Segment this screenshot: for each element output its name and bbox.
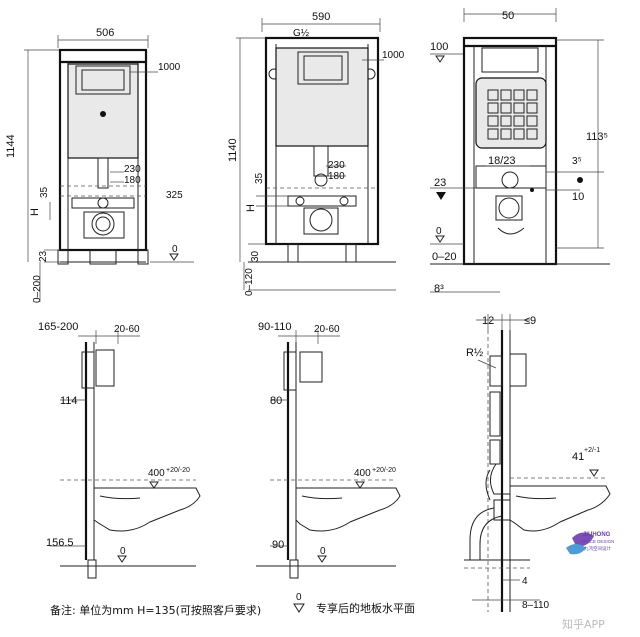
dim-0-200: 0–200 <box>32 275 43 303</box>
dim-20-60: 20-60 <box>114 324 140 335</box>
tol-400-b: +20/-20 <box>372 467 396 474</box>
dim-width-506: 506 <box>96 27 114 39</box>
logo-text-line2: SPACE DESIGN <box>581 539 614 544</box>
brand-logo: JIUHONG SPACE DESIGN 九鸿空间设计 <box>566 532 614 555</box>
front-view-506: 506 1144 1000 230 180 325 35 H <box>5 27 194 303</box>
dim-230-b: 230 <box>328 160 345 171</box>
dim-80: 80 <box>270 395 282 407</box>
tol-41: +2/-1 <box>584 447 600 454</box>
side-view-50: 50 100 113⁵ <box>430 8 610 295</box>
dim-35-b: 35 <box>254 172 265 184</box>
watermark: 知乎APP <box>562 617 605 631</box>
dim-0-20: 0–20 <box>432 251 456 263</box>
dim-90-110: 90-110 <box>258 321 291 333</box>
tol-400: +20/-20 <box>166 467 190 474</box>
dim-width-590: 590 <box>312 11 330 23</box>
pipe-r-half: R½ <box>466 347 483 359</box>
floor-zero-wall2: 0 <box>320 546 326 557</box>
dim-3-5: 3⁵ <box>572 156 582 167</box>
detail-section: 12 ≤9 R½ 41 +2/-1 4 8–110 <box>464 314 611 612</box>
floor-zero-side: 0 <box>436 226 442 237</box>
floor-zero-front1: 0 <box>172 244 178 255</box>
dim-10: 10 <box>572 191 584 203</box>
floor-marker-zero: 0 <box>296 592 302 603</box>
front-view-590: 590 G½ 1140 1000 230 180 35 H <box>227 11 405 296</box>
dim-400-b: 400 <box>354 468 371 479</box>
floor-zero-wall1: 0 <box>120 546 126 557</box>
wall-section-165-200: 165-200 20-60 114 400 +20/-20 156.5 0 <box>38 321 201 579</box>
dim-41: 41 <box>572 451 584 463</box>
dim-180-b: 180 <box>328 171 345 182</box>
dim-23-side: 23 <box>434 177 446 189</box>
dim-0-120: 0–120 <box>244 268 255 296</box>
remark-note: 备注: 单位为mm H=135(可按照客戶要求) <box>50 603 261 617</box>
floor-level-text: 专享后的地板水平面 <box>316 601 415 615</box>
dim-230: 230 <box>124 164 141 175</box>
logo-text-line1: JIUHONG <box>583 532 611 538</box>
dim-4: 4 <box>522 576 528 587</box>
dim-height-1135: 113⁵ <box>586 131 608 143</box>
grid-buttons <box>487 89 538 140</box>
dim-height-1144: 1144 <box>5 134 17 158</box>
dim-8-110: 8–110 <box>522 600 550 611</box>
dim-flush-1000-b: 1000 <box>382 50 405 61</box>
logo-text-line3: 九鸿空间设计 <box>584 545 611 552</box>
dim-400: 400 <box>148 468 165 479</box>
dim-20-60-b: 20-60 <box>314 324 340 335</box>
dim-h: H <box>29 208 41 216</box>
dim-30: 30 <box>250 250 261 262</box>
dim-flush-1000: 1000 <box>158 62 181 73</box>
dim-23: 23 <box>38 250 49 262</box>
dim-8-3: 8³ <box>434 283 444 295</box>
dim-90: 90 <box>272 539 284 551</box>
pipe-g-half: G½ <box>293 28 310 39</box>
floor-level-legend: 0 专享后的地板水平面 <box>293 592 415 615</box>
dim-18-23: 18/23 <box>488 155 516 167</box>
wall-section-90-110: 90-110 20-60 80 400 +20/-20 90 0 <box>256 321 401 579</box>
dim-width-50: 50 <box>502 10 514 22</box>
dim-165-200: 165-200 <box>38 321 78 333</box>
dim-h-b: H <box>245 204 257 212</box>
dim-le-9: ≤9 <box>524 315 536 327</box>
dim-35: 35 <box>39 186 50 198</box>
dim-156-5: 156.5 <box>46 537 74 549</box>
dim-114: 114 <box>60 395 78 407</box>
dim-325: 325 <box>166 190 183 201</box>
dim-100: 100 <box>430 41 448 53</box>
dim-height-1140: 1140 <box>227 138 239 162</box>
dim-180: 180 <box>124 175 141 186</box>
